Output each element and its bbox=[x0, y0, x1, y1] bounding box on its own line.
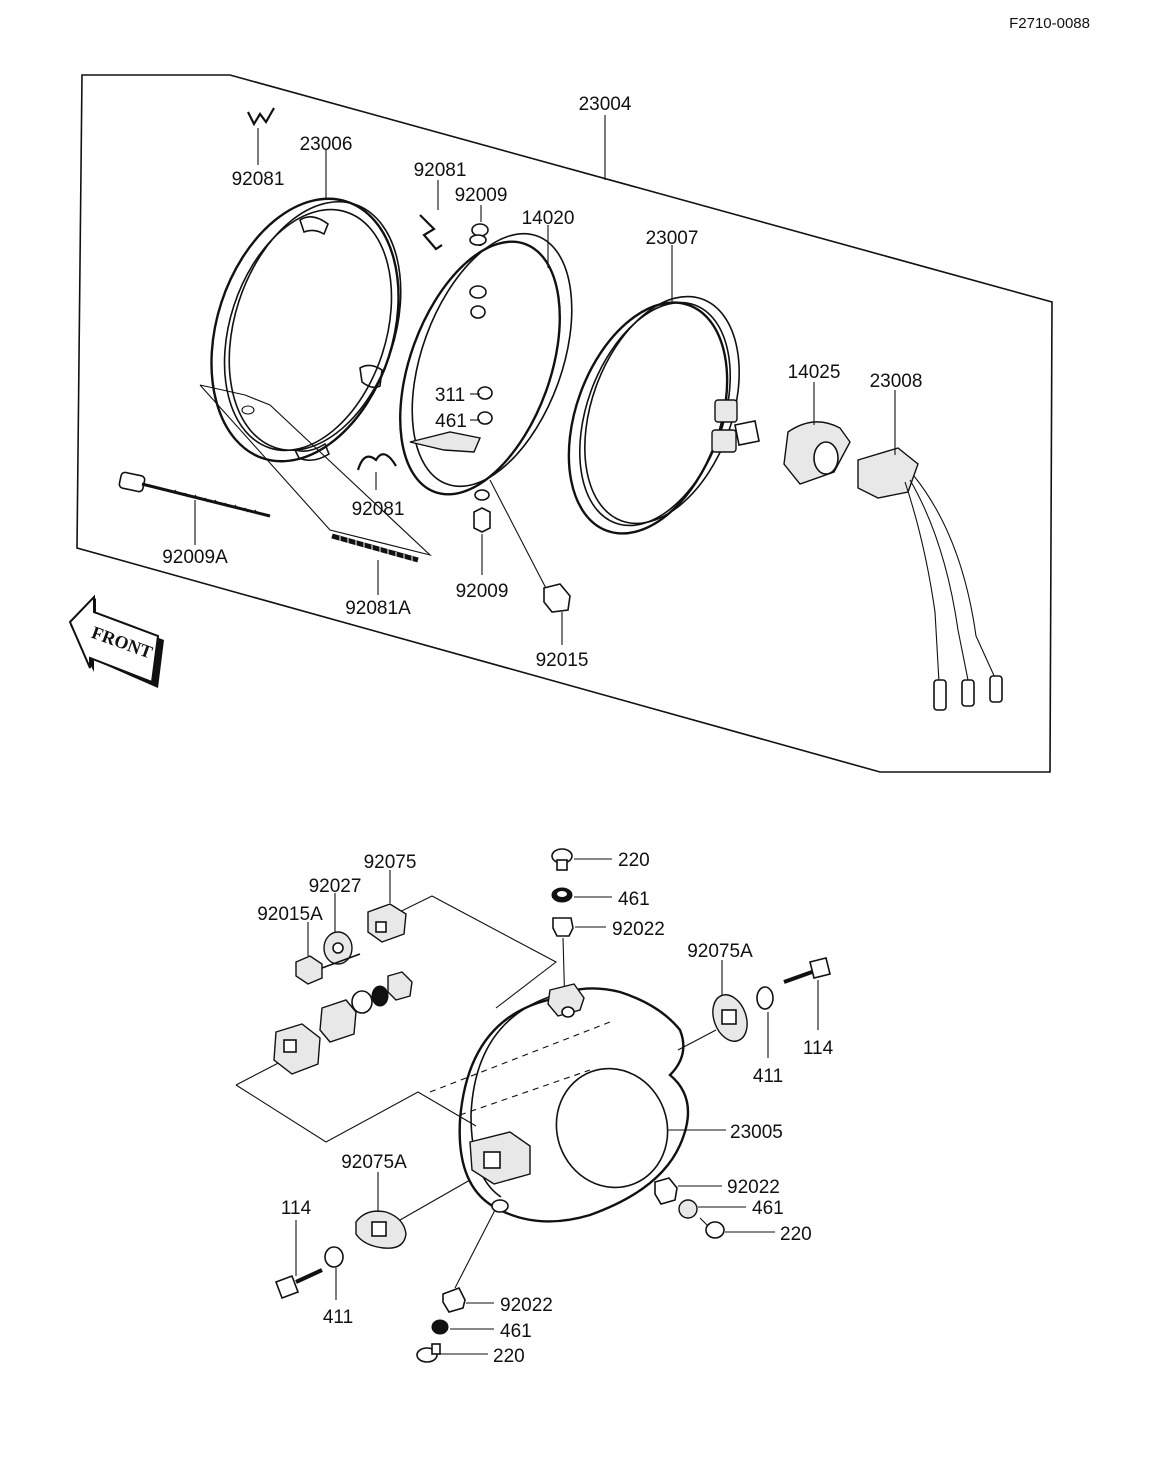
label-92075a-right: 92075A bbox=[687, 941, 753, 962]
bracket-92075 bbox=[367, 903, 407, 943]
damper-92075a-left bbox=[355, 1210, 407, 1249]
bolt-92009a bbox=[118, 471, 271, 518]
label-461-right: 461 bbox=[752, 1198, 784, 1219]
nut-92015 bbox=[543, 583, 571, 613]
label-92009-top: 92009 bbox=[455, 185, 508, 206]
label-461-top: 461 bbox=[435, 411, 467, 432]
label-92081-mid: 92081 bbox=[414, 160, 467, 181]
sealed-beam-23007 bbox=[567, 295, 760, 535]
cover-14025 bbox=[783, 421, 851, 485]
label-92015a: 92015A bbox=[257, 904, 323, 925]
bracket-parts-cluster bbox=[273, 971, 413, 1075]
label-220-top: 220 bbox=[618, 850, 650, 871]
nut-guide-line bbox=[489, 479, 551, 597]
label-411-right: 411 bbox=[753, 1066, 783, 1087]
label-14020: 14020 bbox=[522, 208, 575, 229]
washer-411-left bbox=[324, 1246, 344, 1268]
bolt-220-right bbox=[699, 1217, 725, 1239]
label-23006: 23006 bbox=[300, 134, 353, 155]
label-461-b1: 461 bbox=[618, 889, 650, 910]
bracket-guide-bottom bbox=[235, 1057, 477, 1143]
label-114-left: 114 bbox=[281, 1198, 312, 1219]
washer-461-right bbox=[678, 1199, 698, 1219]
screw-92009-bottom bbox=[473, 507, 491, 533]
label-92081-low: 92081 bbox=[352, 499, 405, 520]
label-92075: 92075 bbox=[364, 852, 417, 873]
label-220-right: 220 bbox=[780, 1224, 812, 1245]
label-23008: 23008 bbox=[870, 371, 923, 392]
label-92009-bottom: 92009 bbox=[456, 581, 509, 602]
label-92022-right: 92022 bbox=[727, 1177, 780, 1198]
label-23004: 23004 bbox=[579, 94, 632, 115]
label-92009a: 92009A bbox=[162, 547, 228, 568]
bolt-220-bottom bbox=[416, 1343, 441, 1363]
label-14025: 14025 bbox=[788, 362, 841, 383]
nut-92015a bbox=[295, 953, 361, 985]
spring-92081a bbox=[331, 533, 419, 563]
label-92027: 92027 bbox=[309, 876, 362, 897]
label-411-left: 411 bbox=[323, 1307, 353, 1328]
label-92015: 92015 bbox=[536, 650, 589, 671]
washer-411-right bbox=[756, 986, 774, 1010]
lower-assembly: 220 461 92022 92075 92027 bbox=[235, 848, 834, 1367]
label-92022-bottom: 92022 bbox=[500, 1295, 553, 1316]
upper-assembly: 23004 23006 92081 92009A bbox=[68, 74, 1053, 773]
socket-23008 bbox=[857, 447, 1003, 711]
bolt-220-top bbox=[551, 848, 573, 871]
bracket-guide-top bbox=[372, 895, 558, 1009]
bolt-114-left bbox=[274, 1268, 323, 1300]
bolt-114-right bbox=[783, 957, 831, 984]
drawing-ref: F2710-0088 bbox=[1009, 15, 1090, 32]
spring-clip-92081-low bbox=[356, 453, 397, 471]
label-114-right: 114 bbox=[803, 1038, 834, 1059]
damper-92075a-right bbox=[712, 994, 748, 1042]
housing-23005 bbox=[429, 983, 690, 1223]
spring-clip-92081-mid bbox=[419, 214, 443, 251]
guide-left-damper bbox=[399, 1179, 471, 1221]
label-461-bottom: 461 bbox=[500, 1321, 532, 1342]
label-220-bottom: 220 bbox=[493, 1346, 525, 1367]
bolt-guide-lines bbox=[199, 384, 432, 557]
assembly-border-23004 bbox=[76, 74, 1053, 773]
guide-bottom-collar bbox=[454, 1209, 496, 1289]
label-311: 311 bbox=[435, 385, 465, 406]
label-92081-top: 92081 bbox=[232, 169, 285, 190]
collar-92022-right bbox=[654, 1177, 678, 1205]
label-23007: 23007 bbox=[646, 228, 699, 249]
label-92022-top: 92022 bbox=[612, 919, 665, 940]
washer-461-bottom bbox=[431, 1319, 449, 1335]
collar-92022-bottom bbox=[442, 1286, 466, 1313]
label-23005: 23005 bbox=[730, 1122, 783, 1143]
washer-92027 bbox=[323, 931, 353, 965]
spring-clip-92081-top bbox=[247, 107, 275, 127]
rim-23006 bbox=[210, 197, 402, 463]
collar-92022-top bbox=[552, 917, 574, 937]
front-direction-arrow: FRONT bbox=[68, 594, 164, 688]
label-92075a-left: 92075A bbox=[341, 1152, 407, 1173]
frame-14020 bbox=[399, 232, 573, 501]
label-92081a: 92081A bbox=[345, 598, 411, 619]
